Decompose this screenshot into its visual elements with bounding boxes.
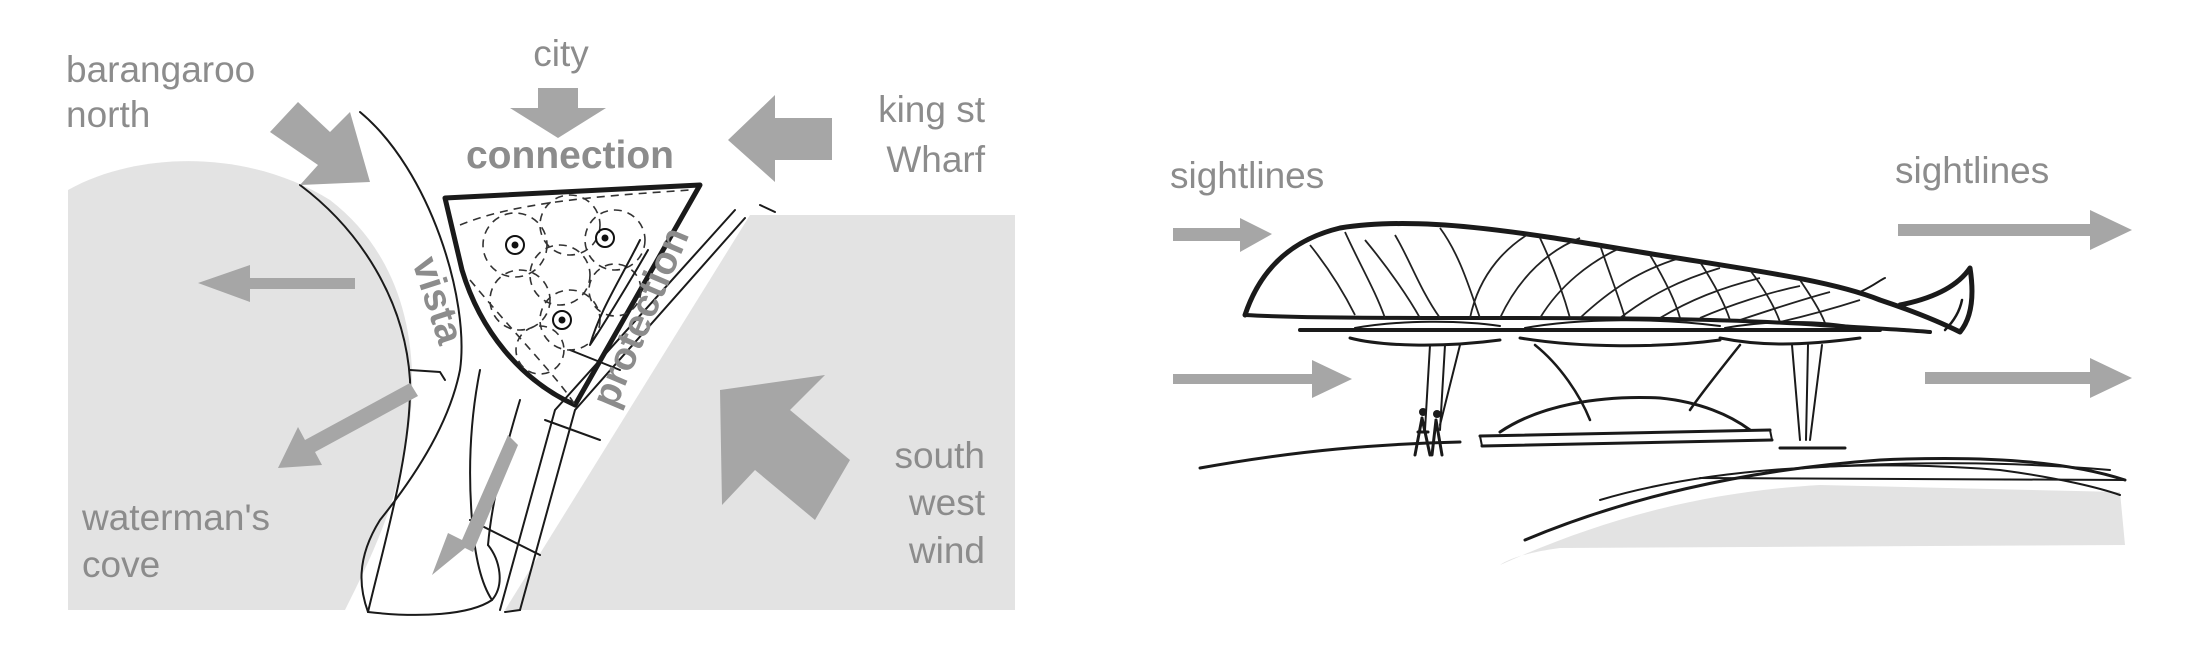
watermans-cove-area (68, 161, 413, 610)
arrow-west-icon (198, 265, 355, 302)
label-city: city (533, 33, 589, 74)
arrow-sightline-right-bottom-icon (1925, 358, 2132, 398)
label-wind: wind (908, 530, 985, 571)
supports (1424, 343, 1847, 450)
arrow-king-st-icon (728, 95, 832, 182)
column-dot-icon (505, 235, 525, 255)
label-connection: connection (466, 134, 674, 177)
arrow-sightline-left-bottom-icon (1173, 360, 1352, 398)
label-cove: cove (82, 544, 160, 585)
vista-path-lines (299, 111, 621, 616)
label-wharf: Wharf (886, 139, 985, 180)
ground-lines (1198, 440, 2127, 542)
arrow-sightline-left-top-icon (1173, 218, 1272, 252)
label-barangaroo: barangaroo (66, 49, 255, 90)
column-dot-icon (595, 228, 615, 248)
label-sightlines-right: sightlines (1895, 150, 2049, 191)
canopy-roof (1242, 220, 1975, 335)
label-sightlines-left: sightlines (1170, 155, 1324, 196)
protection-band (499, 204, 776, 613)
ground-shadow-area (1500, 485, 2125, 565)
arrow-sightline-right-top-icon (1898, 210, 2132, 250)
building-footprint (442, 182, 703, 408)
deck-discs (1298, 319, 1882, 348)
label-watermans: waterman's (81, 497, 270, 538)
sightline-arrows (1173, 210, 2132, 398)
site-plan: barangaroo north city connection king st… (66, 33, 1015, 616)
label-north: north (66, 94, 150, 135)
site-arrows (198, 88, 850, 575)
arrow-barangaroo-icon (270, 102, 370, 185)
arrow-wind-icon (720, 375, 850, 520)
arrow-city-icon (510, 88, 606, 138)
label-west: west (908, 482, 986, 523)
label-king-st: king st (878, 89, 986, 130)
human-figures-icon (1413, 408, 1444, 457)
arrow-sw-icon (278, 383, 418, 468)
section-sketch: sightlines sightlines (1170, 150, 2132, 565)
label-south: south (894, 435, 985, 476)
arrow-south-icon (432, 435, 518, 575)
column-dot-icon (552, 310, 572, 330)
pavilion-dome (1478, 396, 1774, 448)
